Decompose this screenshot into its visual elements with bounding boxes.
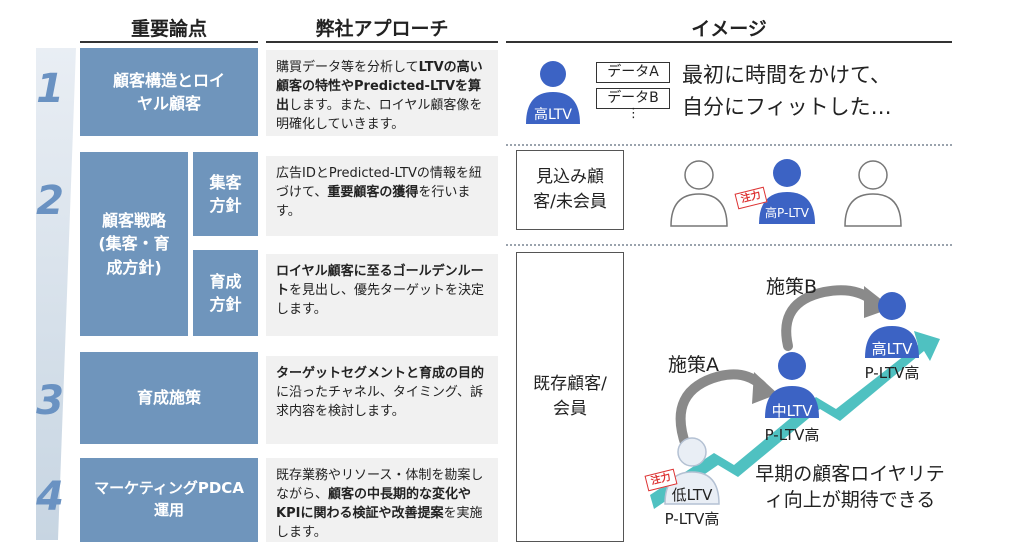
- desc-text: 購買データ等を分析して: [276, 60, 419, 75]
- desc-text: します。また、ロイヤル顧客像を明確化していきます。: [276, 97, 483, 132]
- segment-prospect-label: 見込み顧客/未会員: [533, 167, 607, 212]
- step-number-2: 2: [36, 178, 64, 224]
- topic-acquisition-policy: 集客方針: [193, 152, 258, 236]
- high-ltv-sub: P-LTV高: [864, 364, 920, 382]
- topic-acquisition-policy-label: 集客方針: [209, 172, 242, 215]
- header-image-line: [506, 41, 952, 43]
- data-b-box: データB: [596, 88, 670, 109]
- high-ltv-label-2: 高LTV: [871, 340, 913, 358]
- desc-emphasis: LTVの高い顧客の特性やPredicted-LTVを算出: [276, 60, 483, 113]
- desc-text: 既存業務やリソース・体制を勘案しながら、: [276, 468, 484, 502]
- approach-4-desc: 既存業務やリソース・体制を勘案しながら、顧客の中長期的な変化やKPIに関わる検証…: [266, 458, 498, 542]
- low-ltv-sub: P-LTV高: [664, 510, 720, 528]
- header-image: イメージ: [691, 18, 767, 40]
- prospect-person-icon-1: [670, 160, 728, 227]
- desc-emphasis: ロイヤル顧客に至るゴールデンルート: [276, 264, 484, 298]
- topic-marketing-pdca-label: マーケティングPDCA運用: [94, 479, 244, 519]
- header-topics: 重要論点: [130, 18, 207, 40]
- desc-emphasis: 顧客の中長期的な変化やKPIに関わる検証や改善提案: [276, 486, 472, 521]
- step-number-4: 4: [36, 474, 64, 520]
- low-ltv-person-icon: [664, 437, 720, 505]
- topic-nurture-policy-label: 育成方針: [209, 271, 242, 314]
- topic-customer-structure-label: 顧客構造とロイヤル顧客: [112, 70, 225, 113]
- low-ltv-label: 低LTV: [671, 486, 713, 504]
- header-topics-line: [80, 41, 258, 43]
- prospect-person-icon-2: [844, 160, 902, 227]
- high-ltv-label: 高LTV: [533, 107, 572, 123]
- high-ltv-person-icon: [526, 61, 580, 124]
- high-pltv-label: 高P-LTV: [765, 206, 809, 220]
- topic-marketing-pdca: マーケティングPDCA運用: [80, 458, 258, 542]
- desc-text: に沿ったチャネル、タイミング、訴求内容を検討します。: [276, 384, 483, 419]
- desc-emphasis: ターゲットセグメントと育成の目的: [276, 366, 485, 381]
- data-ellipsis: ⋮: [627, 106, 640, 121]
- mid-ltv-sub: P-LTV高: [764, 426, 820, 444]
- approach-2a-desc: 広告IDとPredicted-LTVの情報を紐づけて、重要顧客の獲得を行います。: [266, 156, 498, 236]
- desc-emphasis: 重要顧客の獲得: [327, 184, 419, 200]
- step-number-3: 3: [36, 378, 64, 424]
- segment-existing: 既存顧客/会員: [516, 252, 624, 542]
- desc-text: を実施します。: [276, 505, 483, 540]
- high-ltv-person-icon-2: [865, 292, 919, 358]
- step-band: [36, 48, 76, 540]
- topic-customer-strategy: 顧客戦略(集客・育成方針): [80, 152, 188, 336]
- image-divider-1: [506, 144, 952, 146]
- prospect-person-icon-highlight: [759, 159, 815, 224]
- data-a-box: データA: [596, 62, 670, 83]
- topic-customer-structure: 顧客構造とロイヤル顧客: [80, 48, 258, 136]
- segment-prospect: 見込み顧客/未会員: [516, 150, 624, 230]
- desc-text: 広告IDとPredicted-LTVの情報を紐づけて、: [276, 166, 482, 200]
- measure-b-label: 施策B: [766, 276, 818, 298]
- header-approach-line: [266, 41, 498, 43]
- mid-ltv-label: 中LTV: [771, 402, 813, 420]
- approach-3-desc: ターゲットセグメントと育成の目的に沿ったチャネル、タイミング、訴求内容を検討しま…: [266, 356, 498, 444]
- loyalty-caption: 早期の顧客ロイヤリティ向上が期待できる: [755, 463, 945, 511]
- topic-customer-strategy-label: 顧客戦略(集客・育成方針): [98, 211, 170, 277]
- image-divider-2: [506, 244, 952, 246]
- topic-nurture-measures-label: 育成施策: [136, 388, 201, 408]
- topic-nurture-policy: 育成方針: [193, 250, 258, 336]
- segment-existing-label: 既存顧客/会員: [533, 374, 607, 419]
- topic-nurture-measures: 育成施策: [80, 352, 258, 444]
- mid-ltv-person-icon: [765, 352, 819, 418]
- desc-text: を見出し、優先ターゲットを決定します。: [276, 282, 485, 317]
- approach-2b-desc: ロイヤル顧客に至るゴールデンルートを見出し、優先ターゲットを決定します。: [266, 254, 498, 336]
- measure-a-label: 施策A: [668, 354, 719, 376]
- growth-path-arrow: [650, 331, 940, 509]
- step-number-1: 1: [36, 66, 64, 112]
- header-approach: 弊社アプローチ: [315, 18, 449, 40]
- approach-1-desc: 購買データ等を分析してLTVの高い顧客の特性やPredicted-LTVを算出し…: [266, 50, 498, 136]
- desc-text: を行います。: [276, 184, 471, 219]
- row1-caption: 最初に時間をかけて、自分にフィットした…: [682, 63, 892, 119]
